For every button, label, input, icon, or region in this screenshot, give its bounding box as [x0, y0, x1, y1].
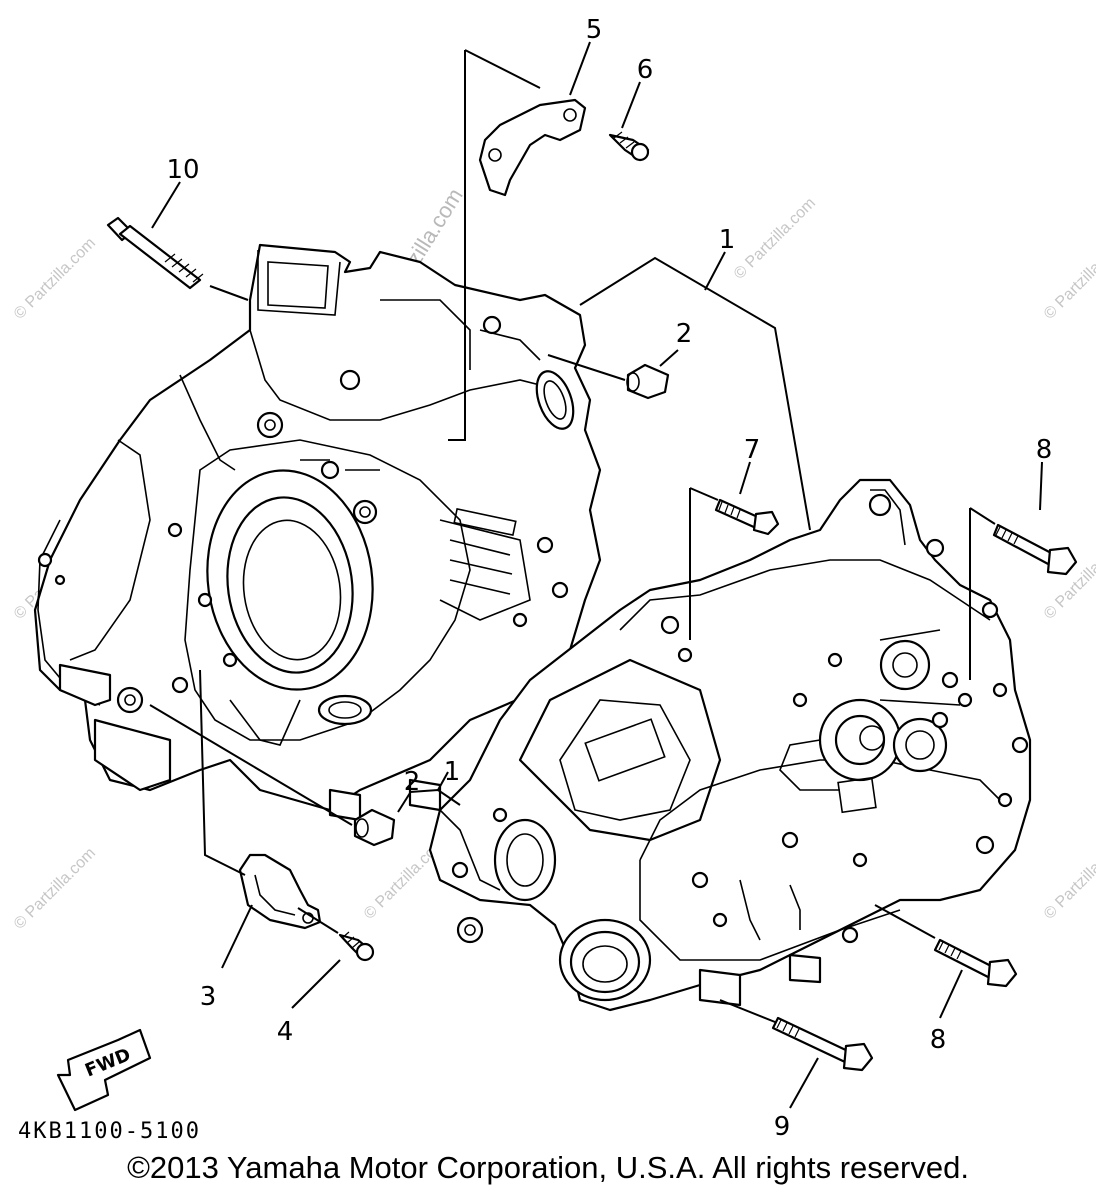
watermark-text: © Partzilla.com: [1041, 835, 1096, 923]
callout-2-top: 2: [676, 319, 693, 349]
watermark-text: © Partzilla.com: [1041, 235, 1096, 323]
crankcase-left: [33, 243, 602, 822]
watermark-text: © Partzilla.com: [11, 235, 99, 323]
bolt-8-top: [992, 523, 1078, 576]
copyright-notice: ©2013 Yamaha Motor Corporation, U.S.A. A…: [127, 1150, 969, 1185]
clamp-plate-3: [238, 853, 322, 930]
forward-arrow: FWD: [56, 1028, 152, 1112]
callout-10: 10: [166, 155, 199, 185]
callout-6: 6: [637, 55, 654, 85]
callout-5: 5: [586, 15, 603, 45]
callout-2-mid: 2: [404, 767, 421, 797]
watermark-text: © Partzilla.com: [731, 195, 819, 283]
screw-6: [608, 131, 650, 162]
callout-8-top: 8: [1036, 435, 1053, 465]
bolt-8-bottom: [933, 938, 1018, 988]
diagram-code: 4KB1100-5100: [18, 1119, 201, 1144]
watermark-text: © Partzilla.com: [11, 845, 99, 933]
leader-lines: [149, 41, 1043, 1109]
callout-4: 4: [277, 1017, 294, 1047]
clamp-plate-5: [478, 98, 587, 197]
callout-3: 3: [200, 982, 217, 1012]
callout-7: 7: [744, 435, 761, 465]
crankcase-right: [428, 478, 1032, 1012]
bolt-9: [771, 1016, 874, 1072]
callout-9: 9: [774, 1112, 791, 1142]
callout-1-top: 1: [719, 225, 736, 255]
callout-1-mid: 1: [444, 757, 461, 787]
bolt-10: [106, 216, 204, 290]
dowel-pin-2-top: [626, 363, 670, 400]
screw-4: [338, 931, 375, 962]
bolt-7: [714, 498, 780, 536]
crankcase-diagram: © Partzilla.com © Partzilla.com © Partzi…: [11, 15, 1096, 1144]
callout-numbers: 10 5 6 1 2 7 8 1 2 3 4 8 9: [166, 15, 1052, 1142]
callout-8-bottom: 8: [930, 1025, 947, 1055]
dowel-pin-2-mid: [353, 808, 396, 847]
